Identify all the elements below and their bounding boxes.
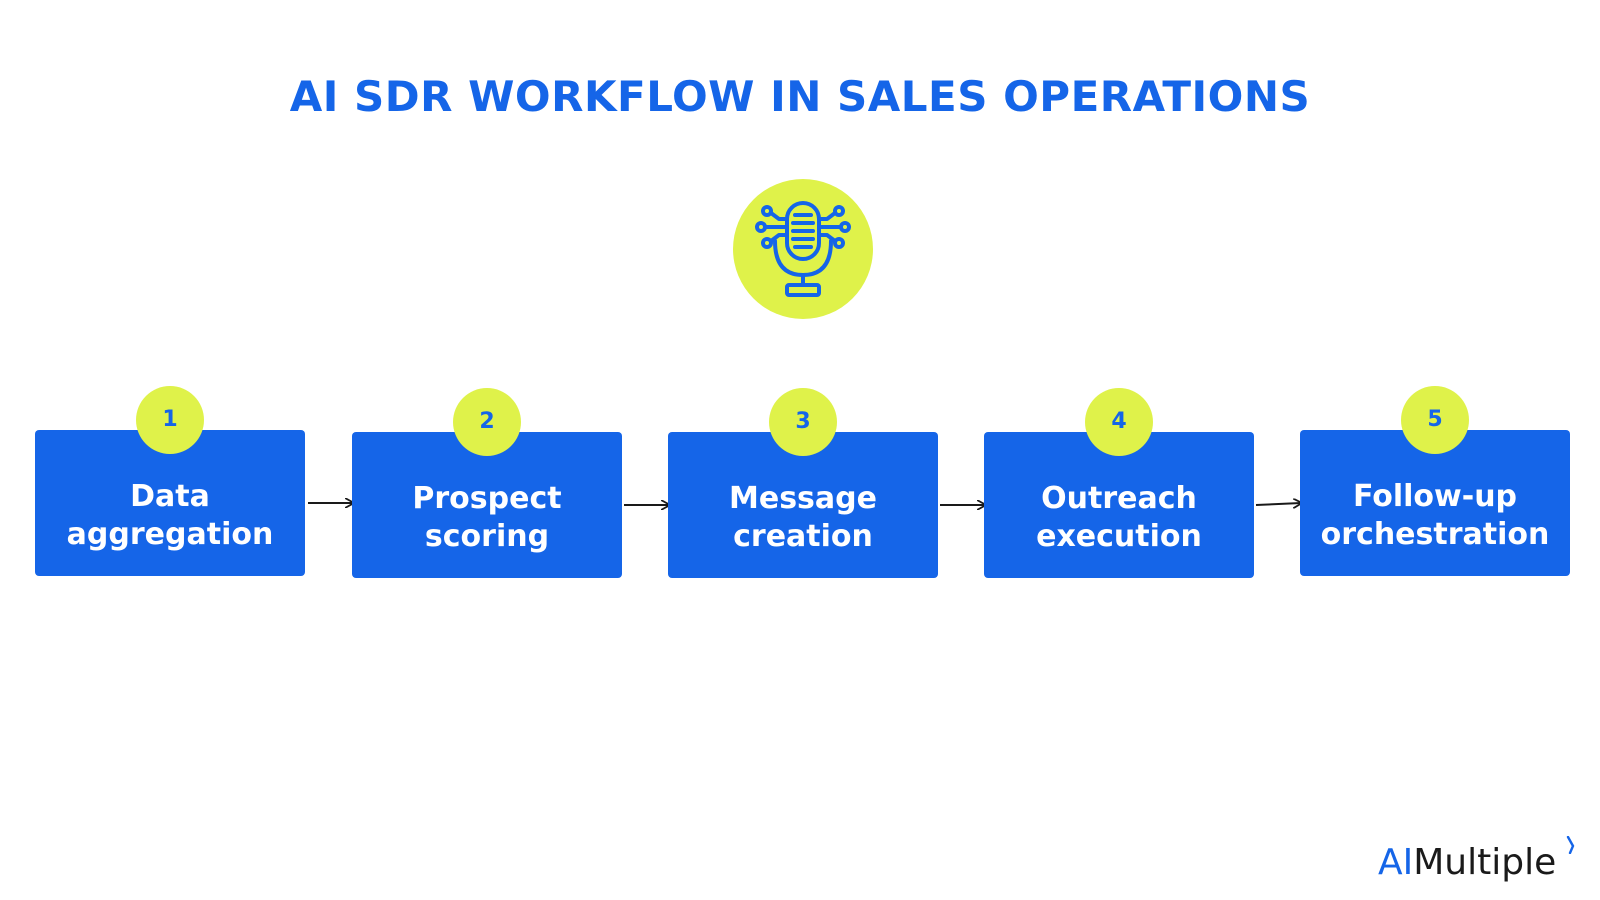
step-number-badge: 3 — [769, 388, 837, 456]
ai-microphone-icon — [755, 201, 851, 297]
step-number-badge: 5 — [1401, 386, 1469, 454]
step-number-badge: 4 — [1085, 388, 1153, 456]
step-label: Outreach execution — [1036, 481, 1202, 554]
step-card-2: 2 Prospect scoring — [352, 388, 622, 578]
step-number-badge: 1 — [136, 386, 204, 454]
diagram-title: AI SDR WORKFLOW IN SALES OPERATIONS — [289, 72, 1311, 121]
step-label: Follow-up orchestration — [1320, 479, 1550, 552]
brand-suffix: Multiple — [1413, 842, 1557, 883]
step-label: Prospect scoring — [412, 481, 562, 554]
arrow-4-5 — [1255, 503, 1301, 505]
brand-accent-icon — [1566, 836, 1575, 854]
step-card-5: 5 Follow-up orchestration — [1300, 386, 1570, 576]
step-card-3: 3 Message creation — [668, 388, 938, 578]
step-card-4: 4 Outreach execution — [984, 388, 1254, 578]
step-number-badge: 2 — [453, 388, 521, 456]
brand-prefix: AI — [1378, 842, 1414, 883]
step-label: Data aggregation — [66, 479, 274, 552]
step-label: Message creation — [729, 481, 877, 554]
hero-badge — [733, 179, 873, 319]
brand-logo: AIMultiple — [1378, 842, 1556, 883]
step-card-1: 1 Data aggregation — [35, 386, 305, 576]
